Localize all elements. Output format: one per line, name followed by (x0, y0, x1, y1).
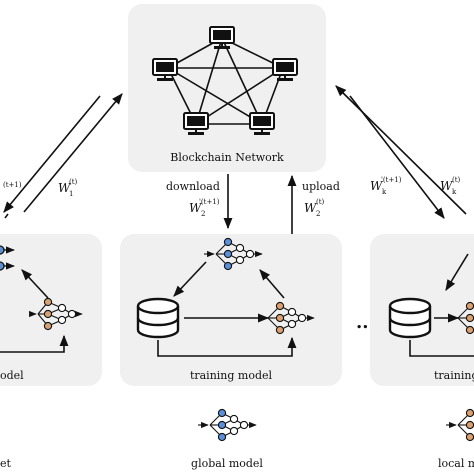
arrow-right-down (349, 95, 445, 219)
legend-left-partial: et (0, 457, 12, 470)
svg-text:W: W (440, 179, 454, 193)
svg-text:k: k (382, 188, 387, 196)
blockchain-panel (128, 4, 326, 172)
svg-text:'(t+1): '(t+1) (381, 176, 402, 184)
database-icon-right (388, 297, 432, 339)
client-panel-left (0, 234, 102, 386)
svg-text:1: 1 (69, 190, 73, 198)
global-model-icon-left (0, 245, 15, 271)
arrow-left-partial (4, 213, 9, 219)
legend-global-model-icon (198, 408, 257, 442)
left-panel-label: odel (0, 369, 24, 382)
svg-text:(t): (t) (452, 176, 461, 184)
client-panel-center (120, 234, 342, 386)
svg-text:W: W (58, 181, 72, 195)
right-down-weight-label: W k '(t+1) (370, 176, 402, 196)
svg-text:W: W (189, 201, 203, 215)
local-model-icon-right (457, 301, 474, 335)
svg-text:W: W (304, 201, 318, 215)
upload-weight-label: W 2 (t) (304, 198, 325, 218)
arrow-center-loop (157, 336, 297, 357)
legend-global-label: global model (191, 457, 263, 470)
svg-text:2: 2 (316, 210, 320, 218)
arrow-left-down (3, 95, 101, 213)
svg-text:(t): (t) (69, 178, 78, 186)
arrow-left-panel (21, 269, 49, 299)
svg-text:k: k (452, 188, 457, 196)
global-model-icon-center (204, 237, 263, 271)
center-panel-label: training model (190, 369, 273, 382)
arrow-left-panel-loop (0, 334, 69, 353)
legend-local-model-icon (446, 408, 474, 442)
database-icon (136, 297, 180, 339)
right-up-weight-label: W k (t) (440, 176, 461, 196)
svg-text:2: 2 (201, 210, 205, 218)
download-weight-label: W 2 '(t+1) (189, 198, 220, 218)
arrow-left-up (23, 93, 123, 213)
blockchain-title: Blockchain Network (170, 151, 284, 164)
svg-text:W: W (370, 179, 384, 193)
arrow-local-to-global (259, 269, 285, 299)
right-panel-label: training (434, 369, 474, 382)
upload-label: upload (302, 180, 340, 193)
left-up-weight-label: W 1 (t) (58, 178, 78, 198)
left-partial-sup: (t+1) (3, 181, 22, 189)
arrow-global-to-db (173, 261, 207, 297)
svg-text:'(t+1): '(t+1) (199, 198, 220, 206)
local-model-icon-left (29, 297, 83, 331)
svg-text:(t): (t) (316, 198, 325, 206)
local-model-icon-center (267, 301, 315, 335)
arrow-right-panel (445, 253, 469, 291)
legend-local-partial: local m (438, 457, 474, 470)
arrow-right-loop (409, 340, 474, 357)
arrow-right-up (335, 85, 467, 215)
download-label: download (166, 180, 220, 193)
